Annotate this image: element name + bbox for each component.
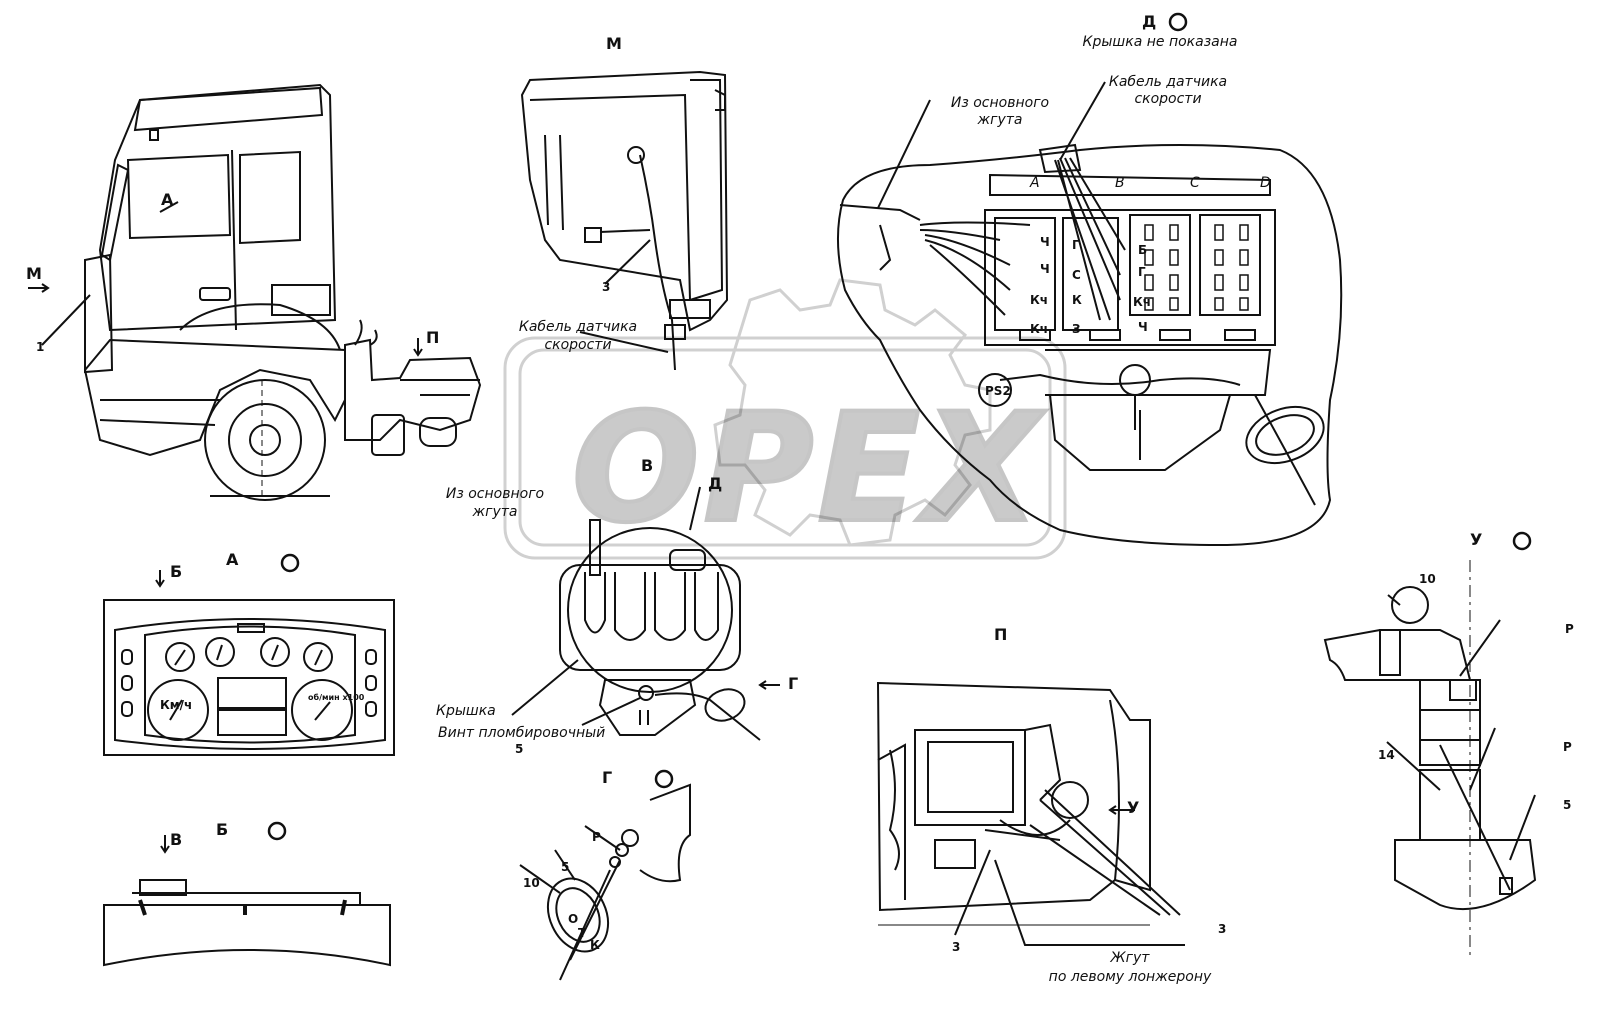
fuse-left-wire-4: З: [1072, 322, 1081, 336]
note-from-main-harness-2: жгута: [977, 112, 1023, 128]
note-speed-cable-1: Кабель датчика: [1108, 74, 1228, 90]
view-d: [837, 81, 1343, 547]
note-seal-screw: Винт пломбировочный: [438, 725, 606, 741]
fuse-right-wire-4: Ч: [1138, 320, 1148, 334]
view-arrow-b: Б: [170, 562, 183, 581]
connector-ps2: PS2: [985, 384, 1011, 398]
fuse-right-wire-1: Б: [1138, 243, 1148, 257]
fuse-left-wire-3: К: [1072, 293, 1082, 307]
note-harness-1: Жгут: [1110, 950, 1150, 966]
seal-mark-p-u-top: Р: [1565, 622, 1574, 636]
position-10-view-u: 10: [1419, 572, 1436, 586]
position-5-view-u: 5: [1563, 798, 1572, 812]
note-harness-2: по левому лонжерону: [1048, 969, 1212, 985]
view-title-u: У: [1470, 530, 1483, 549]
gauge-speed-label: Км/ч: [160, 698, 193, 712]
fuse-left-ch-3: Кч: [1030, 293, 1049, 307]
view-arrow-v: В: [170, 830, 183, 849]
seal-mark-p-g: Р: [592, 830, 601, 844]
fuse-col-d: D: [1260, 175, 1271, 191]
view-title-m: М: [606, 34, 622, 53]
fuse-left-ch-1: Ч: [1040, 235, 1050, 249]
note-from-main-harness-1: Из основного: [950, 95, 1050, 111]
view-a: [103, 570, 395, 756]
fuse-left-wire-1: Г: [1072, 238, 1080, 252]
position-10-view-g: 10: [523, 876, 540, 890]
note-from-main-harness-v-2: жгута: [472, 504, 518, 520]
watermark-text: OPEX: [572, 382, 1046, 556]
view-title-a: А: [226, 550, 239, 569]
view-arrow-p: П: [426, 328, 440, 347]
truck-side-view: [28, 83, 482, 501]
seal-letter-k: К: [590, 938, 600, 952]
position-1: 1: [36, 340, 45, 354]
fuse-right-wire-2: Г: [1138, 265, 1146, 279]
note-speed-cable-m-1: Кабель датчика: [518, 319, 638, 335]
position-3-view-p-left: 3: [952, 940, 961, 954]
note-cover-not-shown: Крышка не показана: [1082, 34, 1238, 50]
view-arrow-g: Г: [788, 674, 799, 693]
view-p: [876, 681, 1185, 946]
view-g: [519, 783, 691, 981]
view-title-v: В: [641, 456, 654, 475]
view-title-b: Б: [216, 820, 229, 839]
view-circle-marks: [267, 12, 1532, 841]
view-title-g: Г: [602, 768, 613, 787]
view-title-d: Д: [1142, 12, 1157, 31]
view-m: [520, 70, 729, 371]
fuse-left-wire-2: С: [1072, 268, 1081, 282]
seal-letter-o: О: [568, 912, 579, 926]
view-arrow-u: У: [1127, 798, 1140, 817]
position-3-view-p-right: 3: [1218, 922, 1227, 936]
position-5-view-v: 5: [515, 742, 524, 756]
watermark: [503, 278, 1067, 560]
seal-mark-p-u-mid: Р: [1563, 740, 1572, 754]
view-title-p: П: [994, 625, 1008, 644]
note-from-main-harness-v-1: Из основного: [445, 486, 545, 502]
seal-letter-t: Т: [578, 926, 587, 940]
view-label-a-on-cab: А: [161, 190, 174, 209]
view-arrow-m: М: [26, 264, 42, 283]
view-u: [1323, 560, 1537, 960]
fuse-left-ch-2: Ч: [1040, 262, 1050, 276]
gauge-tacho-label: об/мин x100: [308, 693, 365, 702]
view-b: [103, 835, 391, 967]
note-speed-cable-2: скорости: [1134, 91, 1202, 107]
fuse-col-b: B: [1115, 175, 1125, 191]
fuse-col-c: C: [1190, 175, 1200, 191]
fuse-col-a: A: [1030, 175, 1040, 191]
fuse-right-wire-3: Кч: [1133, 295, 1152, 309]
position-3-view-m: 3: [602, 280, 611, 294]
view-label-d-on-v: Д: [708, 474, 723, 493]
position-14-view-u: 14: [1378, 748, 1395, 762]
fuse-left-ch-4: Кч: [1030, 322, 1049, 336]
note-cover: Крышка: [436, 703, 496, 719]
note-speed-cable-m-2: скорости: [544, 337, 612, 353]
view-v: [511, 486, 780, 741]
position-5-view-g: 5: [561, 860, 570, 874]
